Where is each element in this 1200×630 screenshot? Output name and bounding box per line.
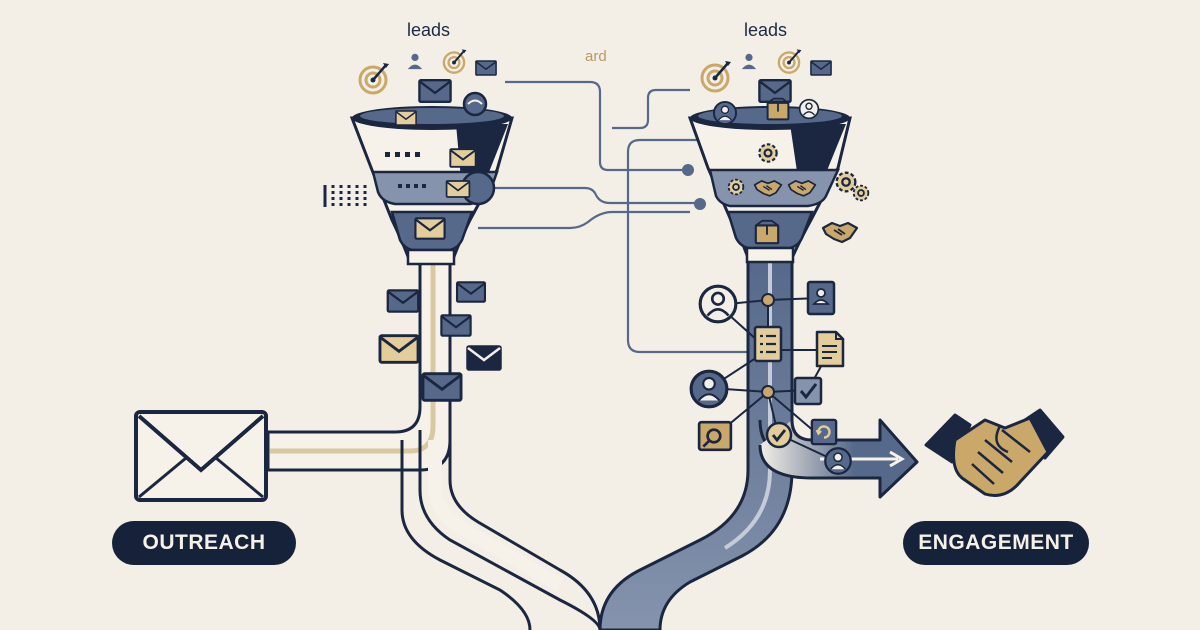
ard-label: ard (585, 48, 607, 65)
gear-icon (852, 184, 870, 202)
person-icon (824, 447, 852, 475)
target-icon (700, 59, 733, 93)
envelope-icon (455, 281, 487, 303)
target-icon (442, 48, 468, 74)
envelope-icon (386, 289, 420, 313)
network-nodes (689, 280, 852, 475)
envelope-icon (418, 78, 452, 104)
left-pipe (266, 260, 602, 630)
leads-label-left: leads (407, 20, 451, 40)
outreach-envelope-icon (134, 410, 268, 502)
envelope-icon (440, 314, 472, 337)
person-icon (698, 284, 738, 324)
person-icon (798, 98, 820, 120)
person-icon (741, 53, 757, 70)
person-icon (712, 100, 738, 126)
outreach-label: OUTREACH (112, 521, 296, 565)
envelope-icon (475, 60, 497, 76)
person-icon (689, 369, 729, 409)
checkbox-icon (793, 376, 823, 406)
refresh-icon (810, 418, 838, 446)
document-icon (753, 325, 783, 363)
envelope-icon (445, 180, 471, 198)
envelope-icon (810, 60, 832, 76)
checkbox-icon (765, 421, 793, 449)
envelope-icon (395, 110, 417, 126)
connector-lines (478, 80, 750, 354)
document-icon (815, 330, 845, 368)
right-pipe (598, 256, 919, 630)
handshake-icon (821, 221, 859, 244)
envelope-icon (421, 372, 463, 402)
document-icon (697, 420, 733, 452)
engagement-label: ENGAGEMENT (903, 521, 1089, 565)
engagement-handshake-icon (924, 408, 1065, 497)
target-icon (358, 61, 391, 95)
envelope-icon (449, 148, 477, 168)
envelope-icon (378, 334, 420, 364)
document-icon (806, 280, 836, 316)
gear-icon (835, 171, 857, 193)
leads-label-right: leads (744, 20, 788, 40)
gear-icon (727, 178, 745, 196)
gear-icon (758, 143, 778, 163)
envelope-icon (466, 345, 502, 371)
person-icon (407, 53, 423, 70)
envelope-icon (414, 217, 446, 240)
target-icon (777, 48, 803, 74)
